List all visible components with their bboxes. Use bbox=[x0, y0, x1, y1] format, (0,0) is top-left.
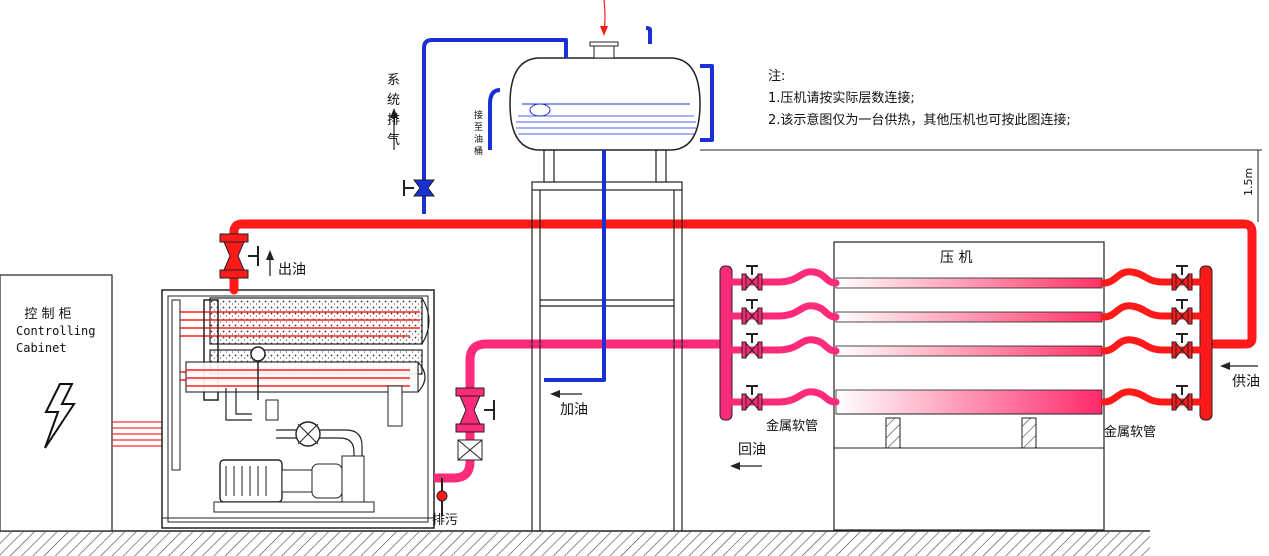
svg-text:接: 接 bbox=[474, 109, 483, 121]
add-oil-label: 加油 bbox=[560, 402, 588, 418]
vent-valve[interactable] bbox=[403, 179, 435, 197]
cabinet-label-cn: 控 制 柜 bbox=[24, 307, 71, 322]
left-valves[interactable] bbox=[741, 265, 763, 411]
upper-heater-tank bbox=[209, 297, 423, 345]
press-label: 压 机 bbox=[940, 250, 972, 266]
notes-heading: 注: bbox=[768, 69, 785, 84]
metal-hose-left-label: 金属软管 bbox=[766, 418, 818, 434]
svg-text:统: 统 bbox=[387, 93, 400, 108]
return-check-valve[interactable] bbox=[455, 387, 495, 461]
left-manifold bbox=[719, 265, 733, 421]
right-hoses bbox=[1100, 268, 1204, 406]
metal-hose-right-label: 金属软管 bbox=[1104, 424, 1156, 440]
cabinet-label-en1: Controlling bbox=[16, 324, 95, 338]
svg-text:至: 至 bbox=[474, 122, 483, 133]
drain-label: 排污 bbox=[432, 513, 458, 528]
svg-text:桶: 桶 bbox=[474, 145, 483, 157]
svg-text:系: 系 bbox=[387, 73, 400, 88]
control-cabinet: 控 制 柜 Controlling Cabinet bbox=[0, 274, 182, 532]
heater-unit bbox=[161, 289, 435, 529]
height-label: 1.5m bbox=[1242, 168, 1255, 196]
expansion-tank bbox=[509, 41, 701, 151]
press-spring-left bbox=[885, 417, 901, 449]
supply-pipe bbox=[229, 219, 1257, 349]
right-valves[interactable] bbox=[1171, 265, 1193, 411]
right-manifold bbox=[1199, 265, 1213, 421]
height-dimension bbox=[700, 149, 1262, 222]
drain-valve[interactable] bbox=[436, 478, 448, 516]
notes-line1: 1.压机请按实际层数连接; bbox=[768, 90, 915, 106]
cabinet-label-en2: Cabinet bbox=[16, 341, 67, 355]
motor-pump-icon bbox=[213, 455, 375, 513]
ground bbox=[0, 530, 1150, 556]
press-spring-right bbox=[1021, 417, 1037, 449]
pressure-gauge-icon bbox=[250, 346, 266, 362]
press bbox=[833, 241, 1105, 531]
notes: 注: 1.压机请按实际层数连接; 2.该示意图仅为一台供热，其他压机也可按此图连… bbox=[768, 69, 1071, 128]
oil-out-label: 出油 bbox=[278, 262, 306, 278]
svg-text:气: 气 bbox=[387, 132, 400, 148]
return-oil-label: 回油 bbox=[738, 442, 766, 458]
vent-pipe bbox=[422, 26, 714, 382]
exhaust-label: 系 统 排 气 bbox=[387, 73, 400, 148]
left-hoses bbox=[728, 268, 840, 406]
oil-drum-label: 接 至 油 桶 bbox=[474, 109, 483, 157]
svg-text:排: 排 bbox=[387, 113, 400, 128]
svg-text:油: 油 bbox=[474, 133, 483, 145]
supply-oil-label: 供油 bbox=[1232, 374, 1260, 390]
oil-out-valve[interactable] bbox=[219, 233, 259, 279]
lightning-bolt-icon bbox=[44, 383, 76, 449]
notes-line2: 2.该示意图仅为一台供热，其他压机也可按此图连接; bbox=[768, 112, 1071, 128]
